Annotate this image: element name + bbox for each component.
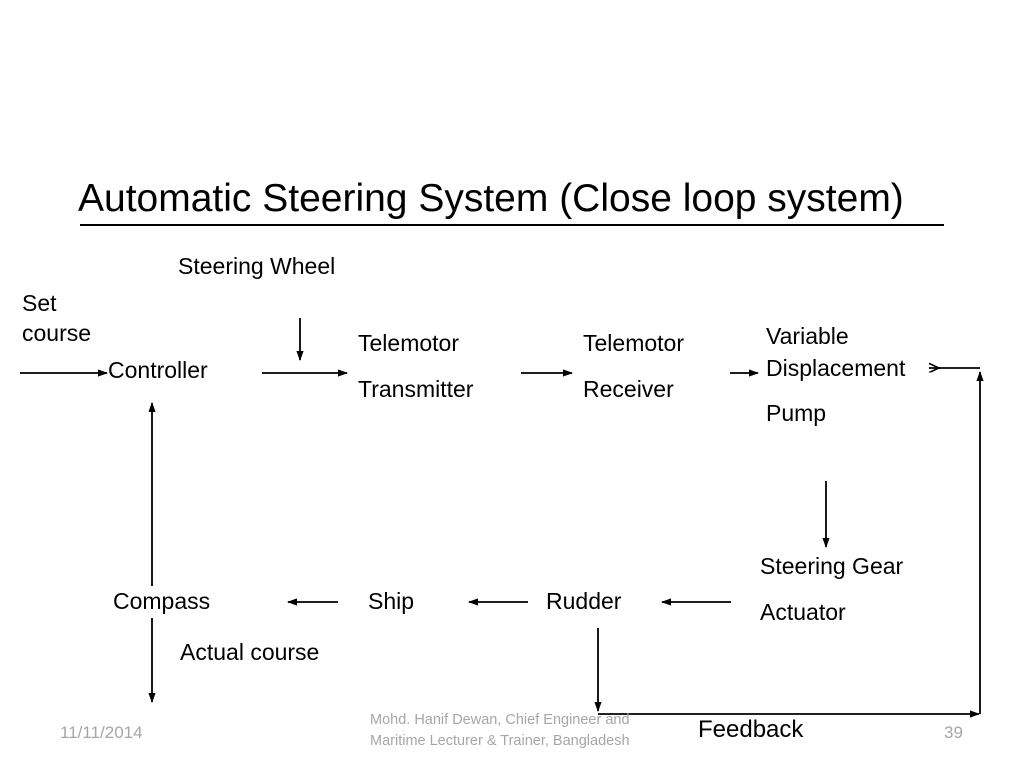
footer-page-number: 39	[944, 723, 963, 742]
node-telemotor-transmitter-line1: Telemotor	[358, 330, 459, 356]
page-title: Automatic Steering System (Close loop sy…	[78, 177, 904, 220]
node-controller: Controller	[108, 357, 208, 383]
page-title-underline	[80, 224, 944, 226]
node-rudder: Rudder	[546, 588, 622, 614]
node-ship: Ship	[368, 588, 415, 614]
node-variable-displacement-pump-line2: Displacement	[766, 355, 906, 381]
node-compass: Compass	[113, 588, 211, 614]
node-steering-wheel: Steering Wheel	[178, 253, 336, 279]
node-feedback: Feedback	[698, 716, 804, 743]
node-actual-course: Actual course	[180, 639, 320, 665]
node-telemotor-transmitter-line2: Transmitter	[358, 376, 474, 402]
node-telemotor-receiver-line2: Receiver	[583, 376, 674, 402]
footer-attribution-line1: Mohd. Hanif Dewan, Chief Engineer and	[370, 712, 630, 728]
footer-date: 11/11/2014	[60, 723, 143, 742]
node-telemotor-receiver-line1: Telemotor	[583, 330, 684, 356]
node-variable-displacement-pump-line1: Variable	[766, 323, 849, 349]
node-set-course-line2: course	[22, 320, 92, 346]
footer-attribution-line2: Maritime Lecturer & Trainer, Bangladesh	[370, 733, 630, 750]
node-steering-gear-actuator-line1: Steering Gear	[760, 553, 904, 579]
footer-attribution: Mohd. Hanif Dewan, Chief Engineer and Ma…	[370, 710, 670, 752]
node-variable-displacement-pump-line3: Pump	[766, 400, 827, 426]
node-set-course-line1: Set	[22, 290, 57, 316]
node-steering-gear-actuator-line2: Actuator	[760, 599, 846, 625]
